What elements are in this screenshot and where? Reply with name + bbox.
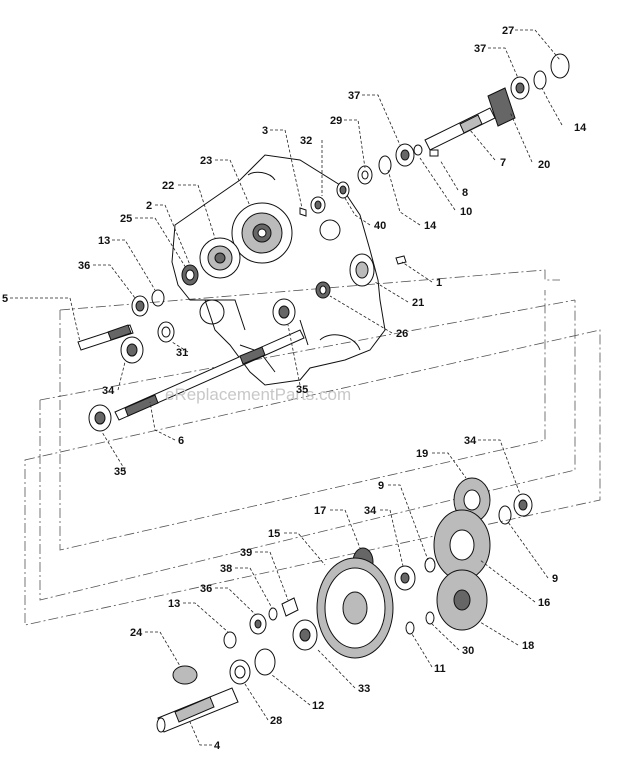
ring-10 bbox=[413, 144, 423, 156]
bevel-gear-20 bbox=[487, 87, 516, 127]
input-shaft-7 bbox=[424, 107, 496, 151]
bearing-35-lower bbox=[88, 404, 112, 432]
callout-7: 7 bbox=[500, 157, 506, 169]
callout-2: 2 bbox=[146, 200, 152, 212]
callout-34: 34 bbox=[464, 435, 477, 447]
bearing-35-upper bbox=[272, 298, 296, 326]
callout-4: 4 bbox=[214, 740, 221, 752]
bearing-34-center bbox=[394, 565, 416, 591]
washer-29 bbox=[357, 165, 373, 185]
callout-27: 27 bbox=[502, 25, 514, 37]
charge-pump-22 bbox=[199, 237, 241, 279]
snap-ring-12 bbox=[254, 648, 276, 676]
callout-28: 28 bbox=[270, 715, 282, 727]
callout-37: 37 bbox=[474, 43, 486, 55]
spacer-39 bbox=[281, 597, 299, 617]
plug-24 bbox=[172, 665, 198, 685]
ring-11 bbox=[405, 621, 415, 635]
callout-32: 32 bbox=[300, 135, 312, 147]
bearing-37-upper bbox=[510, 76, 530, 100]
shaft-5 bbox=[77, 324, 134, 351]
snap-ring-9-right bbox=[498, 505, 512, 525]
ring-gear-15 bbox=[316, 557, 394, 659]
callout-6: 6 bbox=[178, 435, 184, 447]
bearing-37-lower bbox=[395, 143, 415, 167]
callout-13: 13 bbox=[168, 598, 180, 610]
callout-30: 30 bbox=[462, 645, 474, 657]
callout-20: 20 bbox=[538, 159, 550, 171]
pump-assembly-23 bbox=[231, 202, 293, 264]
plug-1 bbox=[395, 255, 407, 265]
callout-25: 25 bbox=[120, 213, 132, 225]
callout-35: 35 bbox=[296, 384, 308, 396]
bearing-38 bbox=[268, 607, 278, 621]
bearing-33 bbox=[292, 619, 318, 651]
washer-30 bbox=[425, 611, 435, 625]
bearing-36-lower bbox=[249, 613, 267, 635]
callout-22: 22 bbox=[162, 180, 174, 192]
seal-28 bbox=[229, 659, 251, 685]
callout-15: 15 bbox=[268, 528, 280, 540]
callout-8: 8 bbox=[462, 187, 468, 199]
callout-14: 14 bbox=[574, 122, 587, 134]
callout-29: 29 bbox=[330, 115, 342, 127]
callout-40: 40 bbox=[374, 220, 386, 232]
snap-ring-13-lower bbox=[223, 631, 237, 649]
callout-17: 17 bbox=[314, 505, 326, 517]
callout-18: 18 bbox=[522, 640, 534, 652]
bearing-32 bbox=[310, 196, 326, 214]
callout-9: 9 bbox=[552, 573, 558, 585]
callout-23: 23 bbox=[200, 155, 212, 167]
callout-37: 37 bbox=[348, 90, 360, 102]
callout-34: 34 bbox=[364, 505, 377, 517]
callout-13: 13 bbox=[98, 235, 110, 247]
spacer-31 bbox=[157, 321, 175, 343]
bearing-34-right bbox=[513, 493, 533, 517]
seal-26 bbox=[315, 281, 331, 299]
callout-1: 1 bbox=[436, 277, 442, 289]
callout-12: 12 bbox=[312, 700, 324, 712]
callout-36: 36 bbox=[200, 583, 212, 595]
callout-9: 9 bbox=[378, 480, 384, 492]
callout-35: 35 bbox=[114, 466, 126, 478]
callout-31: 31 bbox=[176, 347, 188, 359]
fitting-3 bbox=[299, 207, 307, 217]
callout-10: 10 bbox=[460, 206, 472, 218]
callout-19: 19 bbox=[416, 448, 428, 460]
callout-labels: 27 37 14 7 20 37 29 3 32 8 10 14 40 23 2… bbox=[2, 25, 587, 752]
bearing-34-upper bbox=[120, 336, 144, 364]
gear-18 bbox=[436, 569, 488, 631]
callout-14: 14 bbox=[424, 220, 437, 232]
snap-ring-13-upper bbox=[151, 289, 165, 307]
callout-3: 3 bbox=[262, 125, 268, 137]
output-shaft-4 bbox=[156, 687, 239, 733]
callout-33: 33 bbox=[358, 683, 370, 695]
bearing-25 bbox=[181, 264, 199, 286]
key-8 bbox=[429, 149, 439, 157]
bearing-40 bbox=[336, 181, 350, 199]
shaft-6 bbox=[114, 329, 305, 421]
callout-34: 34 bbox=[102, 385, 115, 397]
callout-leaders bbox=[10, 29, 563, 746]
callout-24: 24 bbox=[130, 627, 143, 639]
snap-ring-14-upper bbox=[533, 70, 547, 90]
callout-11: 11 bbox=[434, 663, 446, 675]
callout-16: 16 bbox=[538, 597, 550, 609]
snap-ring-27 bbox=[550, 53, 570, 79]
callout-38: 38 bbox=[220, 563, 232, 575]
callout-5: 5 bbox=[2, 293, 8, 305]
callout-21: 21 bbox=[412, 297, 424, 309]
cover-21 bbox=[349, 253, 375, 287]
callout-39: 39 bbox=[240, 547, 252, 559]
snap-ring-9-left bbox=[424, 557, 436, 573]
callout-26: 26 bbox=[396, 328, 408, 340]
callout-36: 36 bbox=[78, 260, 90, 272]
assembly-boundary-lines bbox=[24, 269, 601, 626]
bearing-36-upper bbox=[131, 295, 149, 317]
snap-ring-14-lower bbox=[378, 155, 392, 175]
watermark-text: eReplacementParts.com bbox=[165, 385, 351, 404]
